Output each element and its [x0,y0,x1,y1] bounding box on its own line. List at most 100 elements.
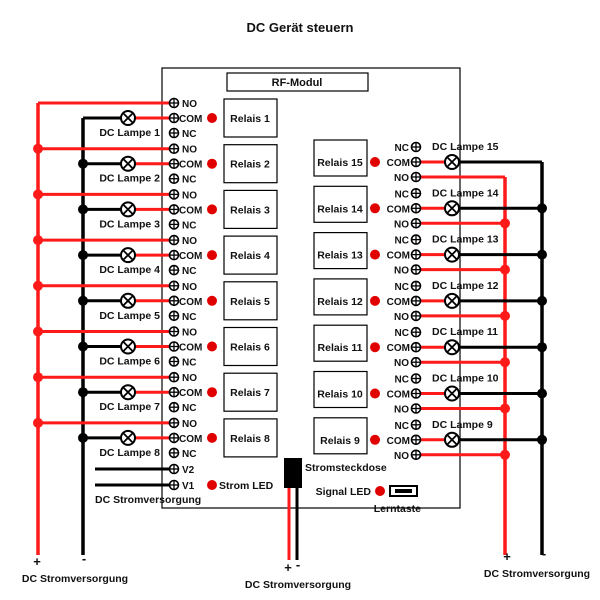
terminal-label-no: NO [182,282,197,293]
terminal-label-no: NO [394,173,409,184]
terminal-label-com: COM [179,434,202,445]
lamp-label: DC Lampe 5 [99,310,160,322]
negative-junction-dot [537,249,547,260]
terminal-label-v1: V1 [182,481,195,492]
lamp-label: DC Lampe 2 [99,173,160,185]
terminal-label-no: NO [394,266,409,277]
terminal-label-nc: NC [182,449,196,460]
relay-led-indicator [207,387,217,398]
terminal-label-nc: NC [395,143,409,154]
lamp-label: DC Lampe 11 [432,326,498,338]
lamp-label: DC Lampe 8 [99,447,160,459]
lamp-cross [122,295,134,307]
lamp-cross [122,340,134,353]
terminal-label-com: COM [387,158,410,169]
relay-led-indicator [207,341,217,352]
relay-led-indicator [370,249,380,260]
positive-junction-dot [500,357,510,368]
negative-junction-dot [78,295,88,306]
socket-label: Stromsteckdose [305,462,387,474]
relay-box [313,417,368,455]
negative-junction-dot [537,388,547,399]
lamp-label: DC Lampe 1 [99,127,160,139]
relay-label: Relais 8 [230,433,270,445]
lamp-label: DC Lampe 4 [99,264,160,276]
positive-junction-dot [500,449,510,460]
terminal-label-nc: NC [182,358,196,369]
positive-junction-dot [33,417,43,428]
terminal-label-com: COM [387,204,410,215]
lamp-label: DC Lampe 6 [99,356,160,368]
relay-led-indicator [207,250,217,261]
negative-junction-dot [537,295,547,306]
terminal-label-com: COM [179,160,202,171]
terminal-label-no: NO [394,451,409,462]
terminal-label-nc: NC [182,220,196,231]
lamp-cross [122,249,134,261]
negative-junction-dot [537,342,547,353]
lamp-cross [122,432,134,444]
terminal-label-no: NO [394,312,409,323]
positive-junction-dot [500,403,510,414]
center-minus-sign: - [296,557,300,572]
positive-junction-dot [33,235,43,246]
right-minus-sign: - [542,546,546,561]
lamp-cross [446,341,458,353]
positive-junction-dot [500,218,510,229]
relay-box [223,189,278,229]
positive-junction-dot [500,310,510,321]
lamp-cross [446,202,458,214]
terminal-label-nc: NC [395,328,409,339]
power-led-label: Strom LED [219,480,274,492]
lamp-cross [446,156,458,168]
terminal-label-nc: NC [395,236,409,247]
center-supply-label: DC Stromversorgung [245,579,351,591]
relay-label: Relais 3 [230,204,270,216]
center-plus-sign: + [284,560,292,575]
terminal-label-nc: NC [395,375,409,386]
relay-led-indicator [207,158,217,169]
relay-box [223,418,278,458]
relay-label: Relais 4 [230,250,270,262]
relay-box [313,232,368,270]
relay-label: Relais 7 [230,387,270,399]
terminal-label-com: COM [387,251,410,262]
relay-label: Relais 11 [318,342,363,354]
terminal-label-nc: NC [182,403,196,414]
left-supply-label: DC Stromversorgung [22,573,128,585]
relay-led-indicator [370,342,380,353]
module-supply-label: DC Stromversorgung [95,494,201,506]
terminal-label-no: NO [394,358,409,369]
power-led-indicator [207,480,217,490]
relay-box [313,139,368,177]
power-socket-icon [284,458,302,488]
left-minus-sign: - [82,551,86,566]
left-plus-sign: + [33,554,41,569]
terminal-label-no: NO [182,373,197,384]
lamp-cross [122,386,134,398]
terminal-label-nc: NC [182,175,196,186]
relay-box [313,370,368,409]
relay-led-indicator [370,203,380,214]
learn-button-label: Lerntaste [374,503,421,515]
terminal-label-no: NO [182,236,197,247]
positive-junction-dot [33,326,43,337]
signal-led-label: Signal LED [316,486,372,498]
lamp-label: DC Lampe 9 [432,419,493,431]
negative-junction-dot [78,250,88,261]
lamp-cross [446,387,458,400]
terminal-label-com: COM [387,297,410,308]
negative-junction-dot [78,204,88,215]
relay-label: Relais 2 [230,159,270,171]
rf-module-box [226,72,369,92]
terminal-label-nc: NC [395,421,409,432]
lamp-label: DC Lampe 7 [99,401,160,413]
lamp-label: DC Lampe 10 [432,373,499,385]
negative-junction-dot [78,387,88,398]
lamp-label: DC Lampe 14 [432,187,499,199]
relay-box [223,281,278,321]
terminal-label-nc: NC [395,282,409,293]
relay-label: Relais 10 [317,389,363,401]
terminal-label-no: NO [182,328,197,339]
